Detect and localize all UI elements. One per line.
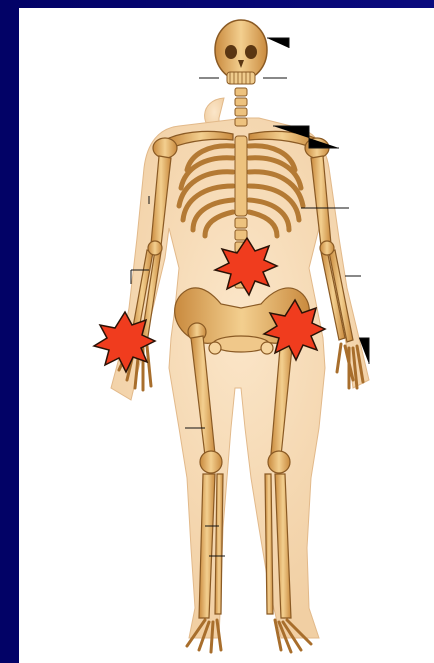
sternum	[235, 136, 247, 216]
content-panel	[19, 8, 434, 663]
right-hand-pain-marker	[94, 312, 155, 372]
skull	[215, 20, 267, 84]
skeleton-illustration	[19, 8, 434, 663]
